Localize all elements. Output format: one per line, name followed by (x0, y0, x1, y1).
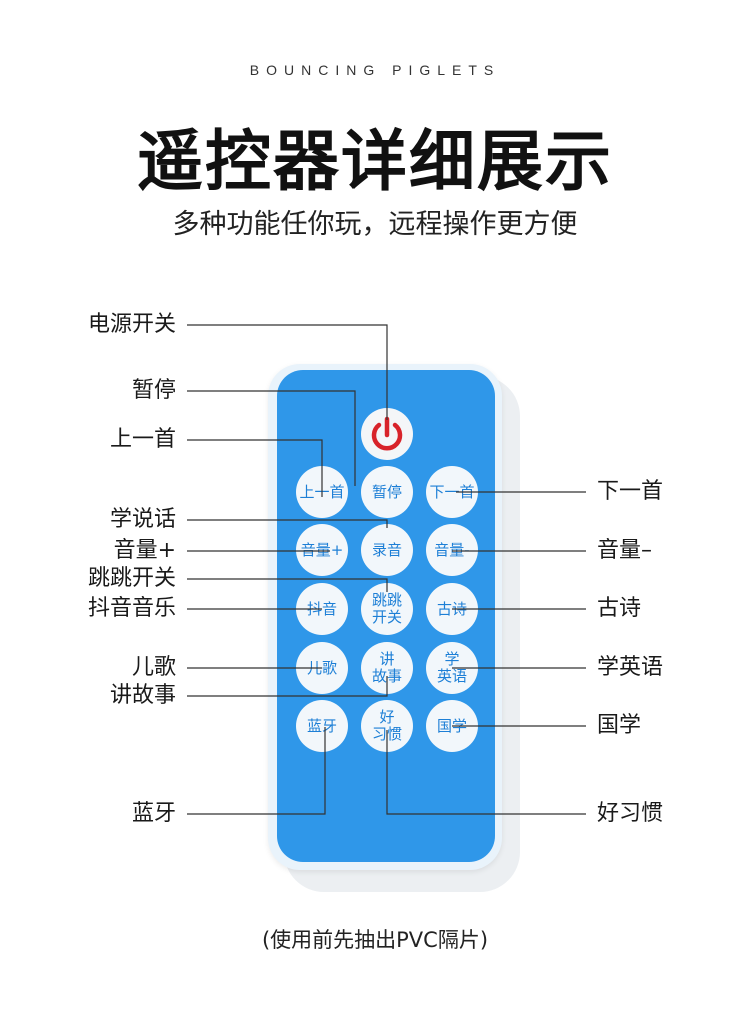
label-learn-english: 学英语 (597, 655, 664, 680)
leader-line-pause (187, 390, 356, 486)
brand-name: BOUNCING PIGLETS (249, 62, 501, 78)
key-label: 下一首 (429, 482, 475, 501)
key-label-line1: 学 (444, 650, 460, 668)
leader-line-habits (386, 730, 586, 815)
key-label-line1: 讲 (379, 650, 395, 668)
leader-line-jump (187, 578, 388, 592)
label-learn-to-speak: 学说话 (109, 507, 176, 532)
label-volume-up: 音量+ (113, 538, 176, 563)
leader-line-power (187, 324, 388, 420)
label-power-switch: 电源开关 (87, 312, 176, 337)
leader-line-bluetooth (187, 727, 326, 815)
key-label-line2: 开关 (371, 608, 402, 626)
label-ancient-poetry: 古诗 (597, 596, 642, 621)
label-tiktok-music: 抖音音乐 (87, 596, 176, 621)
label-bluetooth: 蓝牙 (131, 801, 176, 826)
label-next-track: 下一首 (597, 479, 664, 504)
key-label-line1: 好 (379, 708, 395, 726)
label-pause: 暂停 (131, 378, 176, 403)
volume-down-button[interactable]: 音量- (426, 524, 478, 576)
key-label: 古诗 (436, 599, 467, 618)
label-storytelling: 讲故事 (109, 683, 176, 708)
volume-up-button[interactable]: 音量+ (296, 524, 348, 576)
page-subtitle: 多种功能任你玩，远程操作更方便 (172, 209, 578, 240)
label-good-habits: 好习惯 (597, 801, 664, 826)
key-label: 暂停 (371, 482, 402, 501)
label-jump-switch: 跳跳开关 (87, 566, 176, 591)
key-label-line2: 英语 (436, 667, 467, 685)
label-chinese-classics: 国学 (597, 713, 642, 738)
label-volume-down: 音量– (597, 538, 653, 563)
record-button[interactable]: 录音 (361, 524, 413, 576)
leader-line-speak (187, 519, 388, 528)
key-label: 国学 (436, 716, 467, 735)
leader-line-story (187, 676, 388, 697)
key-label-line1: 跳跳 (371, 591, 402, 609)
key-label: 音量+ (300, 540, 344, 559)
label-nursery-rhyme: 儿歌 (131, 655, 176, 680)
key-label: 音量- (434, 540, 470, 559)
leader-line-prev (187, 439, 323, 497)
key-label: 录音 (371, 540, 402, 559)
page-title: 遥控器详细展示 (137, 123, 613, 200)
power-icon (371, 416, 403, 451)
pause-button[interactable]: 暂停 (361, 466, 413, 518)
key-label: 蓝牙 (306, 716, 337, 735)
usage-note: (使用前先抽出PVC隔片) (261, 928, 489, 952)
label-prev-track: 上一首 (109, 427, 176, 452)
bluetooth-button[interactable]: 蓝牙 (296, 700, 348, 752)
